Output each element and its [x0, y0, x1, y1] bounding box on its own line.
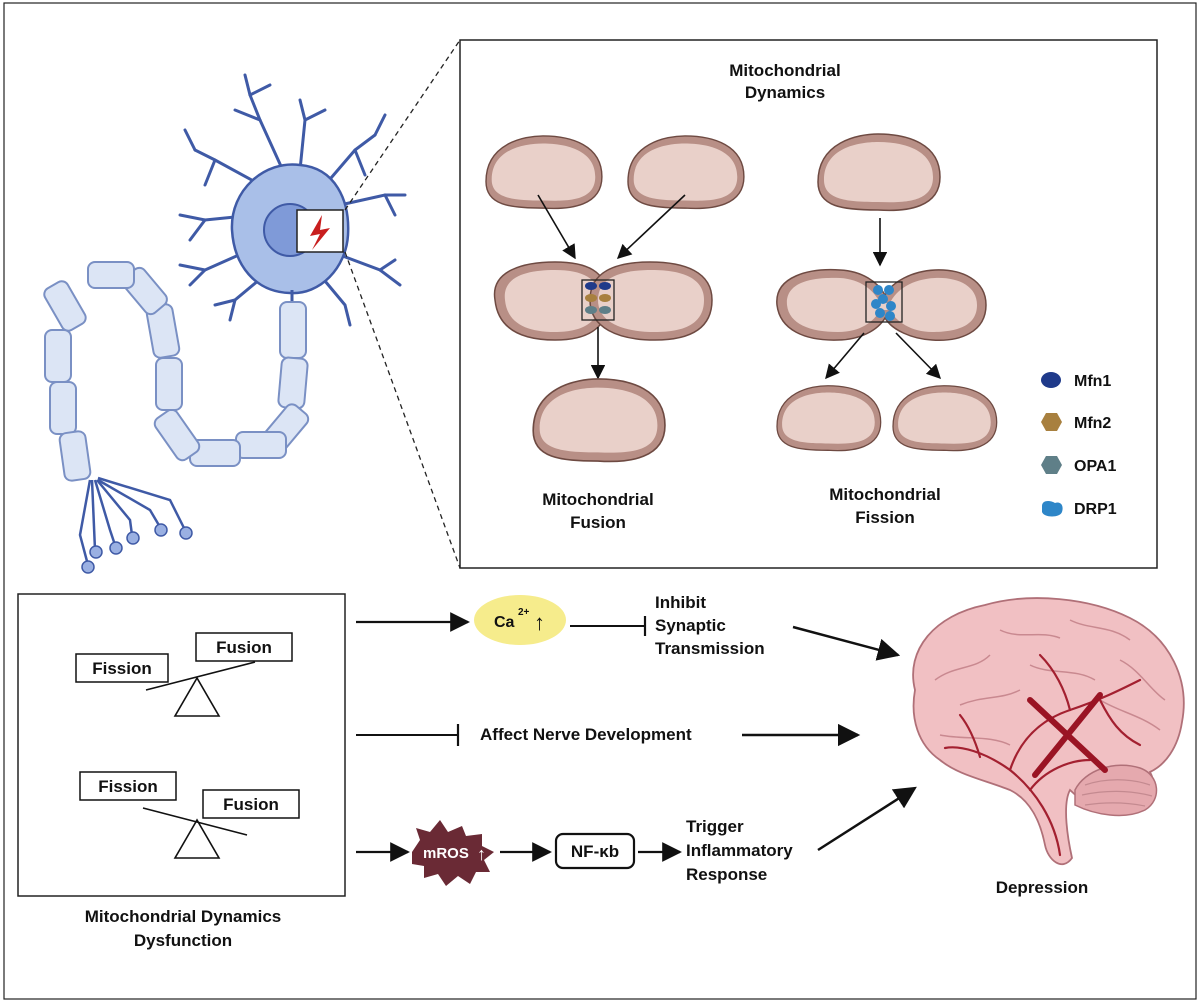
calcium-label: Ca [494, 614, 515, 631]
outer-frame [3, 2, 1197, 1000]
pathway3-arrow-out2 [817, 786, 917, 852]
fusion-arrow-right [616, 194, 686, 259]
legend-mfn1-swatch [1041, 372, 1061, 388]
nfkb-box [554, 832, 636, 870]
legend-mfn2-label: Mfn2 [1074, 415, 1111, 432]
calcium-bubble: Ca 2+ ↑ [474, 595, 566, 645]
calcium-up-arrow: ↑ [534, 610, 545, 635]
dividing-mitochondrion [776, 268, 987, 341]
pathway3-text-line2: Inflammatory [686, 841, 793, 860]
pathway1-text-line3: Transmission [655, 639, 765, 658]
fusing-mitochondria [493, 261, 713, 341]
nfkb-label: NF-κb [571, 842, 619, 861]
mros-up-arrow: ↑ [477, 844, 486, 864]
balance-top-fission: Fission [92, 659, 152, 678]
pathway1-text-line1: Inhibit [655, 593, 706, 612]
fusion-mito-top-left [485, 135, 603, 210]
fission-arrow-right [895, 332, 942, 380]
fusion-label-line2: Fusion [570, 513, 626, 532]
dysfunction-label-line1: Mitochondrial Dynamics [85, 907, 281, 926]
balance-bottom: Fission Fusion [79, 771, 300, 859]
legend-mfn1-label: Mfn1 [1074, 373, 1111, 390]
pathway2-text: Affect Nerve Development [480, 725, 692, 744]
balance-top-fusion: Fusion [216, 638, 272, 657]
fused-mitochondrion [532, 378, 666, 463]
fission-daughter-left [776, 385, 882, 452]
dysfunction-label-line2: Dysfunction [134, 931, 232, 950]
balance-top: Fission Fusion [75, 632, 293, 717]
mros-label: mROS [423, 845, 469, 862]
fission-daughter-right [892, 385, 998, 452]
zoom-line-top [344, 39, 461, 211]
legend: Mfn1 Mfn2 OPA1 DRP1 [1041, 372, 1117, 518]
legend-mfn2-swatch [1041, 413, 1062, 431]
fission-mito-top [817, 133, 941, 212]
fission-label-line1: Mitochondrial [829, 485, 940, 504]
balance-bottom-fusion: Fusion [223, 795, 279, 814]
fission-label-line2: Fission [855, 508, 915, 527]
fusion-arrow-left [537, 194, 576, 260]
legend-opa1-label: OPA1 [1074, 458, 1116, 475]
fusion-mito-top-right [627, 135, 745, 210]
balance-bottom-fission: Fission [98, 777, 158, 796]
pathway3-text-line1: Trigger [686, 817, 744, 836]
legend-opa1-swatch [1041, 456, 1062, 474]
pathway3-text-line3: Response [686, 865, 767, 884]
brain-illustration [912, 597, 1185, 865]
pathway1-arrow-out [792, 625, 901, 661]
mros-burst: mROS ↑ [412, 820, 494, 886]
legend-drp1-label: DRP1 [1074, 501, 1117, 518]
neuron-illustration [43, 73, 407, 574]
fission-arrow-left [825, 332, 865, 380]
zoom-line-bottom [344, 251, 461, 569]
fusion-label-line1: Mitochondrial [542, 490, 653, 509]
outcome-label: Depression [996, 878, 1089, 897]
lightning-icon [310, 215, 330, 250]
calcium-superscript: 2+ [518, 607, 530, 618]
inset-title-line1: Mitochondrial [729, 61, 840, 80]
pathway1-text-line2: Synaptic [655, 616, 726, 635]
inset-title-line2: Dynamics [745, 83, 825, 102]
legend-drp1-swatch [1042, 501, 1063, 517]
